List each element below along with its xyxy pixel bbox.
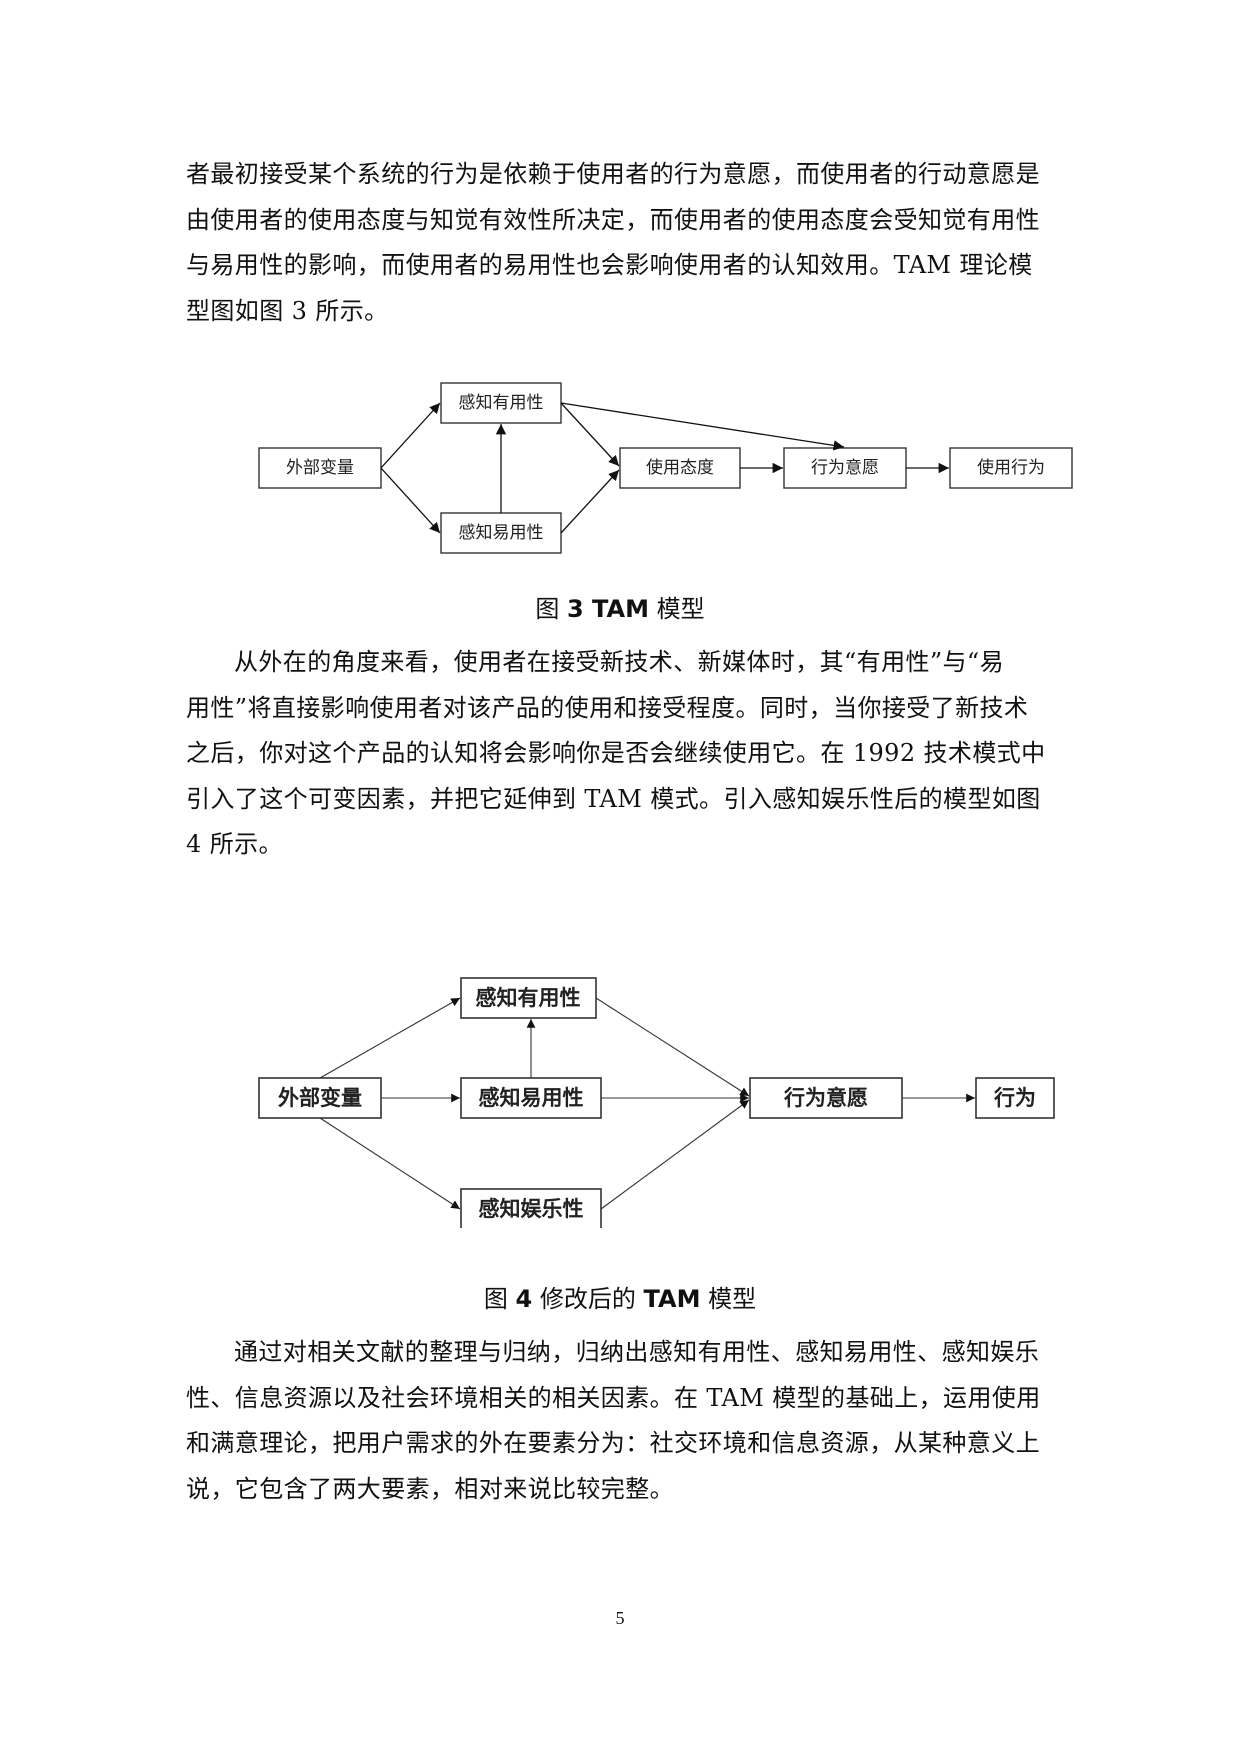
node-perceived-usefulness	[460, 977, 597, 1019]
node-external-variables	[258, 447, 382, 489]
paragraph-line: 由使用者的使用态度与知觉有效性所决定，而使用者的使用态度会受知觉有用性	[186, 205, 1040, 234]
node-label: 行为	[993, 1086, 1036, 1110]
node-label: 感知易用性	[459, 523, 544, 543]
figure-4-caption: 图 4 修改后的 TAM 模型	[0, 1279, 1240, 1314]
caption-text: 修改后的	[532, 1285, 644, 1313]
caption-text: 图	[483, 1285, 516, 1313]
edge-external-to-enjoyment	[319, 1117, 461, 1210]
edge-usefulness-to-intention	[560, 402, 845, 451]
edge-external-to-ease	[380, 467, 441, 534]
node-label: 使用态度	[646, 457, 714, 478]
paragraph-2: 从外在的角度来看，使用者在接受新技术、新媒体时，其“有用性”与“易 用性”将直接…	[186, 640, 1052, 868]
caption-text: 3 TAM	[566, 595, 650, 623]
node-label: 感知有用性	[476, 986, 581, 1010]
paragraph-line: 之后，你对这个产品的认知将会影响你是否会继续使用它。在 1992 技术模式中	[186, 739, 1046, 767]
node-label: 感知有用性	[459, 393, 544, 413]
caption-text: TAM	[643, 1285, 701, 1313]
node-behavior	[975, 1077, 1055, 1119]
figure-3-tam-diagram: 外部变量 感知有用性 感知易用性 使用态度 行为意愿 使用行为	[258, 382, 1073, 554]
paragraph-line: 者最初接受某个系统的行为是依赖于使用者的行为意愿，而使用者的行动意愿是	[186, 160, 1040, 188]
edge-usefulness-to-attitude	[560, 402, 620, 467]
edge-external-to-usefulness	[319, 997, 461, 1079]
figure-4-modified-tam-diagram: 外部变量 感知有用性 感知易用性 感知娱乐性 行为意愿 行为	[258, 977, 1055, 1228]
paragraph-line: 引入了这个可变因素，并把它延伸到 TAM 模式。引入感知娱乐性后的模型如图	[186, 784, 1041, 813]
node-intention	[783, 447, 907, 489]
paragraph-line: 4 所示。	[186, 830, 283, 858]
paragraph-1: 者最初接受某个系统的行为是依赖于使用者的行为意愿，而使用者的行动意愿是 由使用者…	[186, 152, 1052, 334]
edge-usefulness-to-intention	[595, 997, 750, 1097]
page-number: 5	[615, 1608, 625, 1628]
paragraph-line: 通过对相关文献的整理与归纳，归纳出感知有用性、感知易用性、感知娱乐	[234, 1338, 1040, 1366]
paragraph-line: 型图如图 3 所示。	[186, 296, 389, 325]
edge-ease-to-attitude	[560, 469, 620, 534]
edge-external-to-usefulness	[380, 402, 441, 469]
caption-text: 模型	[649, 595, 705, 623]
paragraph-line: 从外在的角度来看，使用者在接受新技术、新媒体时，其“有用性”与“易	[234, 648, 1005, 676]
node-label: 感知易用性	[479, 1086, 584, 1110]
node-label: 外部变量	[286, 458, 354, 478]
node-label: 感知娱乐性	[479, 1197, 584, 1221]
node-use-behavior	[949, 447, 1073, 489]
node-label: 使用行为	[977, 457, 1045, 478]
paragraph-line: 与易用性的影响，而使用者的易用性也会影响使用者的认知效用。TAM 理论模	[186, 251, 1033, 279]
node-label: 行为意愿	[811, 458, 879, 478]
paragraph-3: 通过对相关文献的整理与归纳，归纳出感知有用性、感知易用性、感知娱乐 性、信息资源…	[186, 1330, 1052, 1512]
paragraph-line: 性、信息资源以及社会环境相关的相关因素。在 TAM 模型的基础上，运用使用	[186, 1383, 1041, 1412]
figure-3-caption: 图 3 TAM 模型	[0, 589, 1240, 624]
caption-text: 4	[515, 1285, 533, 1313]
node-perceived-enjoyment	[460, 1188, 602, 1228]
caption-text: 模型	[700, 1285, 757, 1313]
paragraph-line: 说，它包含了两大要素，相对来说比较完整。	[186, 1474, 674, 1503]
paragraph-line: 和满意理论，把用户需求的外在要素分为：社交环境和信息资源，从某种意义上	[186, 1429, 1040, 1457]
node-perceived-usefulness	[440, 382, 562, 424]
edge-enjoyment-to-intention	[600, 1099, 750, 1210]
node-label: 行为意愿	[783, 1086, 868, 1110]
node-perceived-ease	[460, 1077, 602, 1119]
node-label: 外部变量	[278, 1086, 362, 1110]
paragraph-line: 用性”将直接影响使用者对该产品的使用和接受程度。同时，当你接受了新技术	[186, 693, 1029, 722]
caption-text: 图	[535, 595, 567, 623]
